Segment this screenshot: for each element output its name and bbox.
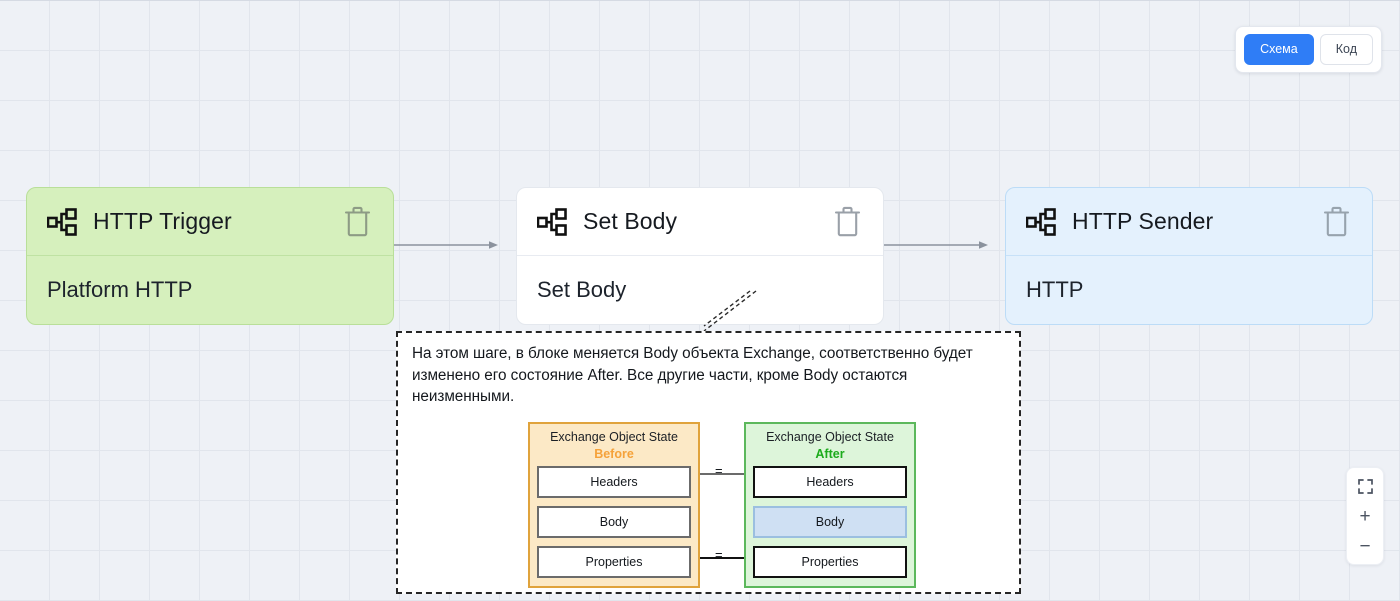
node-divider: [1006, 255, 1372, 256]
fit-view-icon: [1357, 478, 1373, 494]
zoom-in-button[interactable]: +: [1351, 502, 1379, 530]
exchange-before-row-properties: Properties: [537, 546, 691, 579]
exchange-after-row-body: Body: [753, 506, 907, 539]
flow-node-set-body[interactable]: Set Body Set Body: [516, 187, 884, 325]
edge-setbody-to-sender: [884, 241, 988, 249]
flow-node-http-sender[interactable]: HTTP Sender HTTP: [1005, 187, 1373, 325]
node-subtitle: Platform HTTP: [47, 277, 193, 302]
exchange-state-diagram: = = Exchange Object State Before Headers…: [412, 422, 1005, 597]
tab-schema[interactable]: Схема: [1244, 34, 1314, 65]
node-title: Set Body: [583, 208, 678, 234]
exchange-after-title: Exchange Object State: [766, 430, 894, 445]
node-subtitle: HTTP: [1026, 277, 1084, 302]
flow-node-http-trigger[interactable]: HTTP Trigger Platform HTTP: [26, 187, 394, 325]
node-header: HTTP Sender: [1006, 188, 1372, 255]
fit-view-button[interactable]: [1351, 472, 1379, 500]
exchange-before-title: Exchange Object State: [550, 430, 678, 445]
tab-code[interactable]: Код: [1319, 34, 1373, 65]
trash-icon[interactable]: [344, 206, 371, 237]
exchange-after-row-headers: Headers: [753, 466, 907, 499]
view-mode-toggle: Схема Код: [1235, 26, 1382, 73]
zoom-out-button[interactable]: −: [1351, 532, 1379, 560]
exchange-after-state: After: [815, 446, 845, 461]
equality-label-properties: =: [715, 547, 723, 563]
exchange-state-before: Exchange Object State Before Headers Bod…: [528, 422, 700, 589]
node-divider: [27, 255, 393, 256]
edge-trigger-to-setbody: [394, 241, 498, 249]
node-header: HTTP Trigger: [27, 188, 393, 255]
zoom-controls: + −: [1346, 467, 1384, 565]
equality-label-headers: =: [715, 463, 723, 479]
sitemap-icon: [537, 207, 567, 236]
node-title: HTTP Trigger: [93, 208, 232, 234]
exchange-after-row-properties: Properties: [753, 546, 907, 579]
exchange-state-after: Exchange Object State After Headers Body…: [744, 422, 916, 589]
trash-icon[interactable]: [1323, 206, 1350, 237]
exchange-before-row-body: Body: [537, 506, 691, 539]
node-divider: [517, 255, 883, 256]
sitemap-icon: [47, 207, 77, 236]
exchange-before-row-headers: Headers: [537, 466, 691, 499]
tooltip-description: На этом шаге, в блоке меняется Body объе…: [412, 345, 973, 406]
node-subtitle: Set Body: [537, 277, 627, 302]
tooltip-leader-line: [703, 290, 757, 332]
exchange-before-state: Before: [594, 446, 634, 461]
node-header: Set Body: [517, 188, 883, 255]
sitemap-icon: [1026, 207, 1056, 236]
trash-icon[interactable]: [834, 206, 861, 237]
step-explanation-tooltip: На этом шаге, в блоке меняется Body объе…: [396, 331, 1021, 594]
node-title: HTTP Sender: [1072, 208, 1214, 234]
